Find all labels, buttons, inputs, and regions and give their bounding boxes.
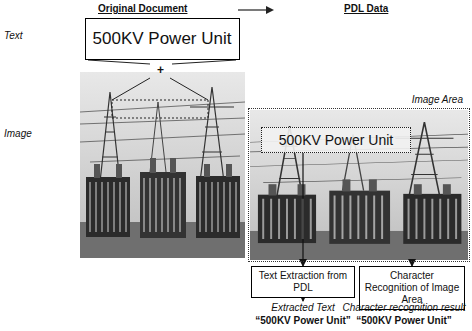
text-region-box: 500KV Power Unit — [261, 127, 411, 153]
leader-arrow — [302, 298, 303, 301]
box-text: Text Extraction from PDL — [255, 270, 351, 294]
column-heading: PDL Data — [344, 3, 388, 15]
box-text: Character Recognition of Image Area — [363, 270, 461, 306]
box-text: 500KV Power Unit — [279, 132, 393, 149]
plus-sign: + — [157, 64, 164, 76]
row-label: Text — [4, 30, 23, 42]
row-label: Image — [4, 128, 32, 140]
box-text: 500KV Power Unit — [93, 29, 232, 49]
area-heading: Image Area — [410, 94, 465, 106]
output-label: Extracted Text — [271, 302, 335, 314]
process-box: Text Extraction from PDL — [251, 266, 355, 298]
output-label: Character recognition result — [343, 302, 466, 314]
image-area-box: Image Area500KV Power Unit — [248, 108, 470, 262]
text-box: 500KV Power Unit — [85, 18, 240, 60]
result-text: “500KV Power Unit” — [356, 315, 452, 327]
column-heading: Original Document — [98, 3, 187, 15]
result-text: “500KV Power Unit” — [255, 315, 351, 327]
connector-arrow — [302, 153, 303, 266]
